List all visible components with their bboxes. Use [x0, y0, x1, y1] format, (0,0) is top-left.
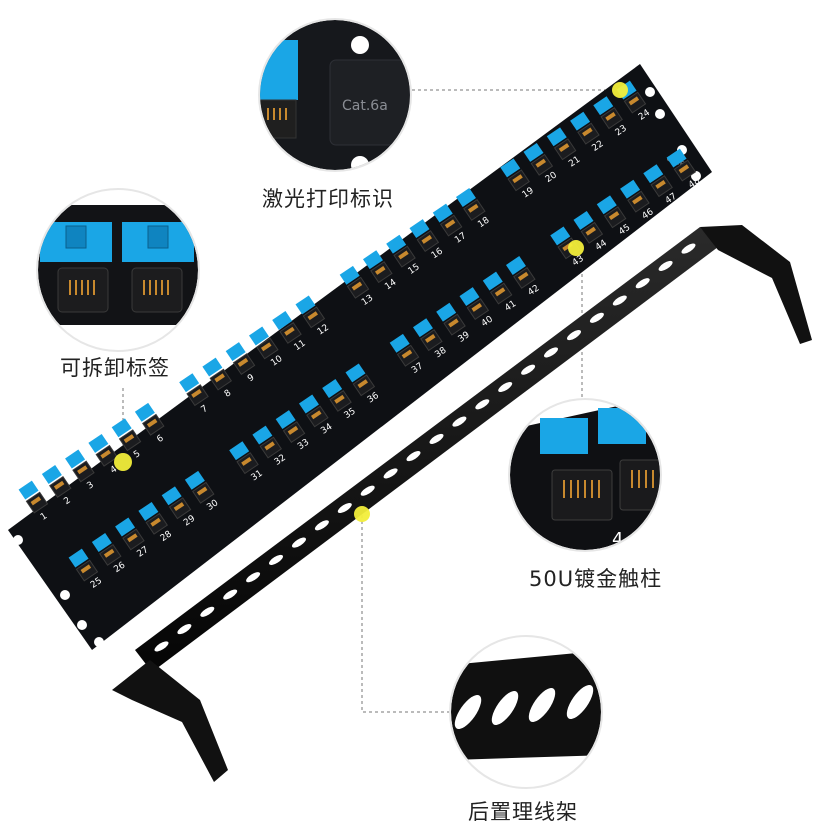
port-28: 28 [138, 501, 174, 544]
highlight-dot-laser [612, 82, 628, 98]
port-11: 11 [272, 311, 308, 353]
cable-slot [406, 451, 421, 462]
cable-slot [612, 295, 627, 306]
port-3: 3 [65, 449, 96, 492]
port-6: 6 [134, 402, 166, 445]
highlight-dot-manager [354, 506, 370, 522]
cable-slot [223, 589, 238, 600]
port-number-label: 9 [246, 373, 257, 385]
port-48: 48 [666, 148, 702, 191]
port-number-label: 7 [200, 404, 210, 415]
port-38: 38 [412, 318, 449, 360]
cable-slot [360, 485, 375, 496]
cable-slot [200, 606, 215, 617]
cable-slot [521, 364, 536, 375]
zoom-port-number: 4 [612, 529, 623, 550]
port-number-label: 1 [39, 511, 49, 522]
port-25: 25 [68, 548, 104, 591]
cable-slot [269, 554, 283, 565]
cable-slot [567, 330, 581, 341]
port-41: 41 [482, 271, 518, 314]
cable-slot [429, 433, 444, 444]
port-5: 5 [111, 418, 142, 460]
port-7: 7 [179, 373, 210, 415]
port-35: 35 [322, 379, 358, 421]
cable-slot [452, 416, 467, 427]
port-27: 27 [115, 517, 151, 560]
port-2: 2 [41, 465, 73, 507]
callout-gold-pins: 50U镀金触柱 [529, 567, 663, 591]
port-17: 17 [432, 203, 468, 246]
cable-slot [589, 312, 604, 323]
cable-slot [544, 347, 558, 358]
patch-panel: Cat.6a 123456789101112131415161718192021… [8, 64, 712, 650]
leader-line-rear-manager [361, 515, 450, 713]
cable-slot [658, 260, 673, 271]
port-13: 13 [339, 265, 375, 308]
highlight-dot-pins [568, 240, 584, 256]
callout-rear-manager: 后置理线架 [468, 800, 578, 824]
highlight-dot-label [114, 453, 132, 471]
cable-slot [635, 278, 650, 289]
cable-slot [246, 572, 261, 583]
port-4: 4 [88, 433, 120, 476]
port-number-label: 6 [155, 433, 166, 445]
rear-cable-manager [112, 225, 812, 782]
port-8: 8 [202, 357, 234, 400]
port-21: 21 [546, 127, 582, 169]
cable-bar-bracket-left [112, 660, 228, 782]
cat6a-laser-text: Cat.6a [342, 98, 388, 114]
zoom-circle-laser-print: Cat.6a [258, 18, 412, 172]
cable-slot [337, 502, 352, 514]
cable-bar-slots [154, 243, 696, 652]
port-42: 42 [505, 256, 541, 298]
zoom-circle-rear-manager [449, 635, 603, 789]
cable-slot [498, 381, 513, 393]
port-1: 1 [18, 480, 49, 523]
zoom-circle-removable-label [36, 188, 200, 352]
port-number-label: 4 [109, 464, 120, 476]
cable-slot [383, 468, 398, 479]
port-number-label: 5 [132, 449, 142, 460]
port-16: 16 [409, 219, 445, 261]
port-number-label: 2 [62, 496, 72, 507]
port-32: 32 [252, 425, 288, 468]
port-40: 40 [459, 287, 495, 329]
cable-slot [314, 520, 329, 531]
port-33: 33 [275, 410, 311, 452]
cable-slot [292, 537, 306, 548]
port-number-label: 3 [85, 480, 95, 491]
cable-slot [177, 624, 192, 635]
cable-slot [475, 399, 490, 410]
port-9: 9 [225, 342, 257, 385]
callout-laser-print: 激光打印标识 [262, 187, 394, 211]
port-30: 30 [184, 470, 221, 513]
highlight-dots [114, 82, 628, 522]
port-number-label: 8 [223, 388, 234, 400]
zoom-circle-gold-pins: 4 [508, 398, 662, 552]
cable-slot [681, 243, 696, 254]
cable-slot [154, 641, 169, 652]
callout-removable-label: 可拆卸标签 [60, 356, 170, 380]
cable-bar-bracket-right [700, 225, 812, 344]
